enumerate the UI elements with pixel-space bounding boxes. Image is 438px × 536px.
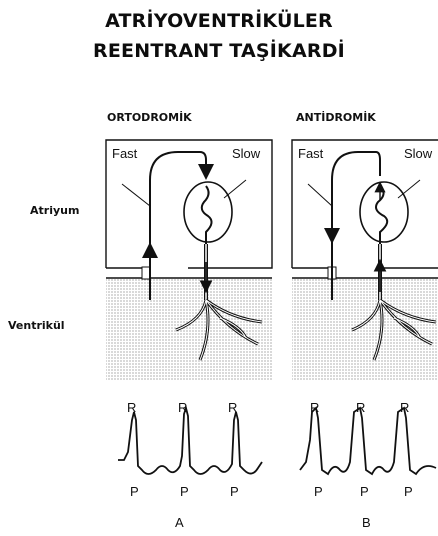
ecg-r2-a: R (178, 400, 187, 415)
ecg-p3-a: P (230, 484, 239, 499)
ventricle-area-a (106, 278, 272, 380)
ecg-r3-a: R (228, 400, 237, 415)
fast-label-a: Fast (112, 146, 138, 161)
ecg-p1-b: P (314, 484, 323, 499)
panel-orthodromic: Fast Slow (106, 140, 272, 380)
ecg-trace-a (118, 408, 262, 474)
ecg-r3-b: R (400, 400, 409, 415)
ecg-p2-b: P (360, 484, 369, 499)
ventricle-area-b (292, 278, 438, 380)
panel-label-a: A (175, 515, 184, 530)
ecg-r2-b: R (356, 400, 365, 415)
ecg-trace-b (300, 408, 436, 474)
ecg-r1-a: R (127, 400, 136, 415)
ecg-b: R R R P P P B (300, 400, 436, 530)
panel-label-b: B (362, 515, 371, 530)
slow-label-a: Slow (232, 146, 261, 161)
ecg-p1-a: P (130, 484, 139, 499)
ecg-a: R R R P P P A (118, 400, 262, 530)
ecg-r1-b: R (310, 400, 319, 415)
ecg-p2-a: P (180, 484, 189, 499)
slow-label-b: Slow (404, 146, 433, 161)
panel-antidromic: Fast Slow (292, 140, 438, 380)
fast-label-b: Fast (298, 146, 324, 161)
ecg-p3-b: P (404, 484, 413, 499)
